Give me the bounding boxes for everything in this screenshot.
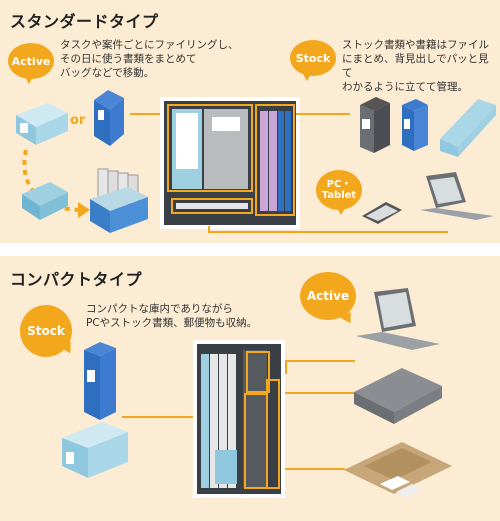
connector-stock-line (296, 113, 350, 115)
standard-stock-bubble-tail (302, 72, 312, 81)
laptop-standard (420, 172, 494, 220)
compact-binder-blue (84, 342, 116, 420)
clear-file-bag (22, 182, 68, 220)
pc-tablet-label-line1: PC・ (326, 179, 352, 190)
compact-file-box (62, 422, 128, 478)
laptop-case (354, 368, 442, 424)
pc-tablet-bubble-tail (336, 206, 346, 215)
standard-active-desc: タスクや案件ごとにファイリングし、 その日に使う書類をまとめて バッグなどで移動… (60, 39, 239, 79)
standard-active-bubble-tail (24, 75, 34, 84)
pc-tablet-bubble: PC・ Tablet (316, 170, 362, 210)
connector-pc-line (208, 231, 448, 233)
compact-laptop (356, 288, 440, 350)
compact-laptop-connector-vert (285, 360, 287, 374)
compact-stock-connector (122, 416, 193, 418)
stock-binders-and-box (360, 97, 496, 157)
standard-type-title: スタンダードタイプ (10, 12, 159, 31)
standard-stock-bubble: Stock (290, 40, 336, 76)
section-divider (0, 243, 500, 256)
compact-mail-connector (285, 468, 345, 470)
connector-active-line (130, 113, 160, 115)
organizer-box (90, 168, 148, 233)
compact-cabinet (193, 340, 285, 498)
standard-active-label: Active (11, 54, 51, 68)
compact-case-connector (285, 392, 355, 394)
connector-pc-line-vertical (208, 226, 210, 233)
compact-laptop-connector (285, 360, 355, 362)
standard-stock-label: Stock (295, 51, 331, 65)
compact-active-bubble: Active (300, 272, 356, 320)
pc-tablet-label-line2: Tablet (321, 190, 357, 201)
magazine-file-blue (94, 90, 124, 146)
tablet-device (362, 202, 402, 224)
mail-envelopes (344, 442, 452, 498)
compact-active-label: Active (306, 288, 350, 303)
compact-type-title: コンパクトタイプ (10, 270, 143, 289)
standard-stock-desc: ストック書類や書籍はファイル にまとめ、背見出しでパッと見て わかるように立てて… (342, 39, 489, 93)
standard-cabinet (160, 97, 300, 229)
compact-stock-label: Stock (27, 323, 65, 338)
or-text: or (70, 113, 86, 128)
standard-active-bubble: Active (8, 43, 54, 79)
compact-desc: コンパクトな庫内でありながら PCやストック書類、郵便物も収納。 (86, 303, 258, 329)
compact-stock-bubble: Stock (20, 305, 72, 357)
file-box-light-blue (16, 103, 68, 145)
